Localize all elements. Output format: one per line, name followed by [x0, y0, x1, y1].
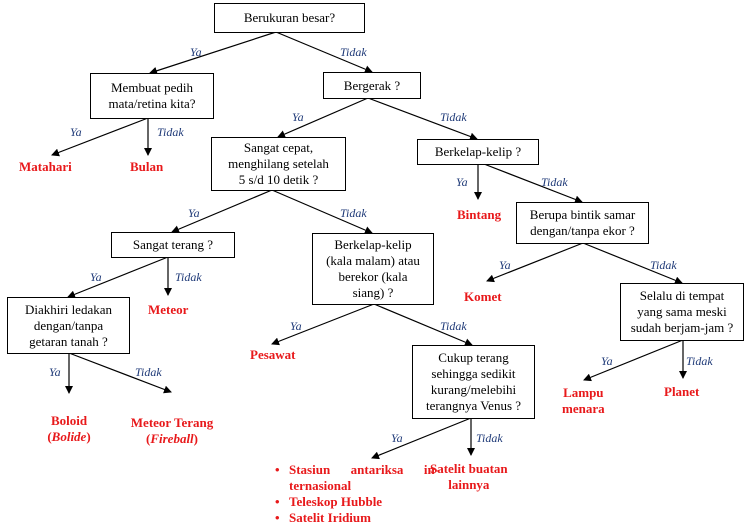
- label-q10-yes: Ya: [391, 431, 403, 445]
- label-q5-no: Tidak: [541, 175, 568, 189]
- edge-q7-yes: [271, 303, 375, 346]
- question-q10-text: Cukup terang sehingga sedikit kurang/mel…: [425, 350, 522, 413]
- question-q6-text: Sangat terang ?: [132, 237, 214, 252]
- leaf-bintang: Bintang: [457, 207, 502, 222]
- question-q3-text: Bergerak ?: [343, 77, 401, 93]
- leaf-meteor-terang-alt: Fireball: [150, 431, 194, 446]
- edge-q1-no: [275, 31, 373, 73]
- question-q9-box: Diakhiri ledakan dengan/tanpa getaran ta…: [7, 297, 130, 354]
- question-q1-box: Berukuran besar?: [214, 3, 365, 33]
- satelit-list-item: Teleskop Hubble: [275, 494, 439, 510]
- question-q9-text: Diakhiri ledakan dengan/tanpa getaran ta…: [25, 301, 112, 349]
- leaf-satelit-list: Stasiun antariksa in-ternasional Telesko…: [275, 462, 439, 526]
- label-q8-yes: Ya: [499, 258, 511, 272]
- edge-q2-yes: [51, 117, 149, 157]
- leaf-satelit-lainnya: Satelit buatan lainnya: [430, 461, 508, 492]
- question-q3-box: Bergerak ?: [323, 72, 421, 99]
- label-q9-yes: Ya: [49, 365, 61, 379]
- label-q11-no: Tidak: [686, 354, 713, 368]
- question-q4-text: Sangat cepat, menghilang setelah 5 s/d 1…: [228, 140, 329, 187]
- label-q2-yes: Ya: [70, 125, 82, 139]
- edge-q1-yes: [149, 31, 277, 75]
- label-q1-yes: Ya: [190, 45, 202, 59]
- question-q6-box: Sangat terang ?: [111, 232, 235, 258]
- edge-q6-yes: [67, 256, 169, 299]
- leaf-matahari: Matahari: [19, 159, 72, 174]
- label-q2-no: Tidak: [157, 125, 184, 139]
- leaf-bulan: Bulan: [130, 159, 164, 174]
- label-q11-yes: Ya: [601, 354, 613, 368]
- label-q6-yes: Ya: [90, 270, 102, 284]
- label-q3-no: Tidak: [440, 110, 467, 124]
- edge-q5-no: [483, 163, 583, 204]
- satelit-list-item: Satelit Iridium: [275, 510, 439, 526]
- question-q7-text: Berkelap-kelip (kala malam) atau berekor…: [326, 237, 420, 300]
- label-q4-no: Tidak: [340, 206, 367, 220]
- label-q3-yes: Ya: [292, 110, 304, 124]
- question-q5-box: Berkelap-kelip ?: [417, 139, 539, 165]
- edge-q8-no: [582, 242, 683, 285]
- satelit-list-item: Stasiun antariksa in-ternasional: [275, 462, 439, 494]
- question-q8-box: Berupa bintik samar dengan/tanpa ekor ?: [516, 202, 649, 244]
- leaf-boloid-alt: Bolide: [51, 429, 87, 444]
- label-q6-no: Tidak: [175, 270, 202, 284]
- question-q1-text: Berukuran besar?: [243, 10, 336, 25]
- edge-q3-yes: [277, 97, 369, 138]
- edge-q7-no: [373, 303, 473, 346]
- leaf-boloid-name: Boloid: [50, 413, 88, 428]
- label-q1-no: Tidak: [340, 45, 367, 59]
- edge-q4-yes: [171, 189, 273, 233]
- leaf-pesawat: Pesawat: [250, 347, 296, 362]
- edge-q11-yes: [583, 339, 684, 382]
- label-q4-yes: Ya: [188, 206, 200, 220]
- edge-q3-no: [367, 97, 478, 141]
- label-q10-no: Tidak: [476, 431, 503, 445]
- question-q2-box: Membuat pedih mata/retina kita?: [90, 73, 214, 119]
- label-q8-no: Tidak: [650, 258, 677, 272]
- leaf-komet: Komet: [464, 289, 502, 304]
- leaf-meteor: Meteor: [148, 302, 189, 317]
- edge-q9-no: [68, 352, 172, 394]
- question-q8-text: Berupa bintik samar dengan/tanpa ekor ?: [529, 207, 636, 238]
- question-q5-text: Berkelap-kelip ?: [434, 144, 522, 159]
- leaf-boloid: Boloid(Bolide): [47, 413, 91, 444]
- question-q11-box: Selalu di tempat yang sama meski sudah b…: [620, 283, 744, 341]
- label-q9-no: Tidak: [135, 365, 162, 379]
- leaf-planet: Planet: [664, 384, 700, 399]
- question-q7-box: Berkelap-kelip (kala malam) atau berekor…: [312, 233, 434, 305]
- edge-q4-no: [271, 189, 373, 234]
- label-q5-yes: Ya: [456, 175, 468, 189]
- leaf-meteor-terang: Meteor Terang(Fireball): [130, 415, 214, 446]
- question-q2-text: Membuat pedih mata/retina kita?: [108, 80, 196, 111]
- edge-q8-yes: [486, 242, 584, 283]
- question-q4-box: Sangat cepat, menghilang setelah 5 s/d 1…: [211, 137, 346, 191]
- question-q11-text: Selalu di tempat yang sama meski sudah b…: [630, 288, 734, 335]
- question-q10-box: Cukup terang sehingga sedikit kurang/mel…: [412, 345, 535, 419]
- leaf-meteor-terang-name: Meteor Terang: [130, 415, 214, 430]
- label-q7-yes: Ya: [290, 319, 302, 333]
- label-q7-no: Tidak: [440, 319, 467, 333]
- leaf-lampu-menara: Lampu menara: [562, 385, 605, 416]
- edge-q10-yes: [371, 417, 472, 460]
